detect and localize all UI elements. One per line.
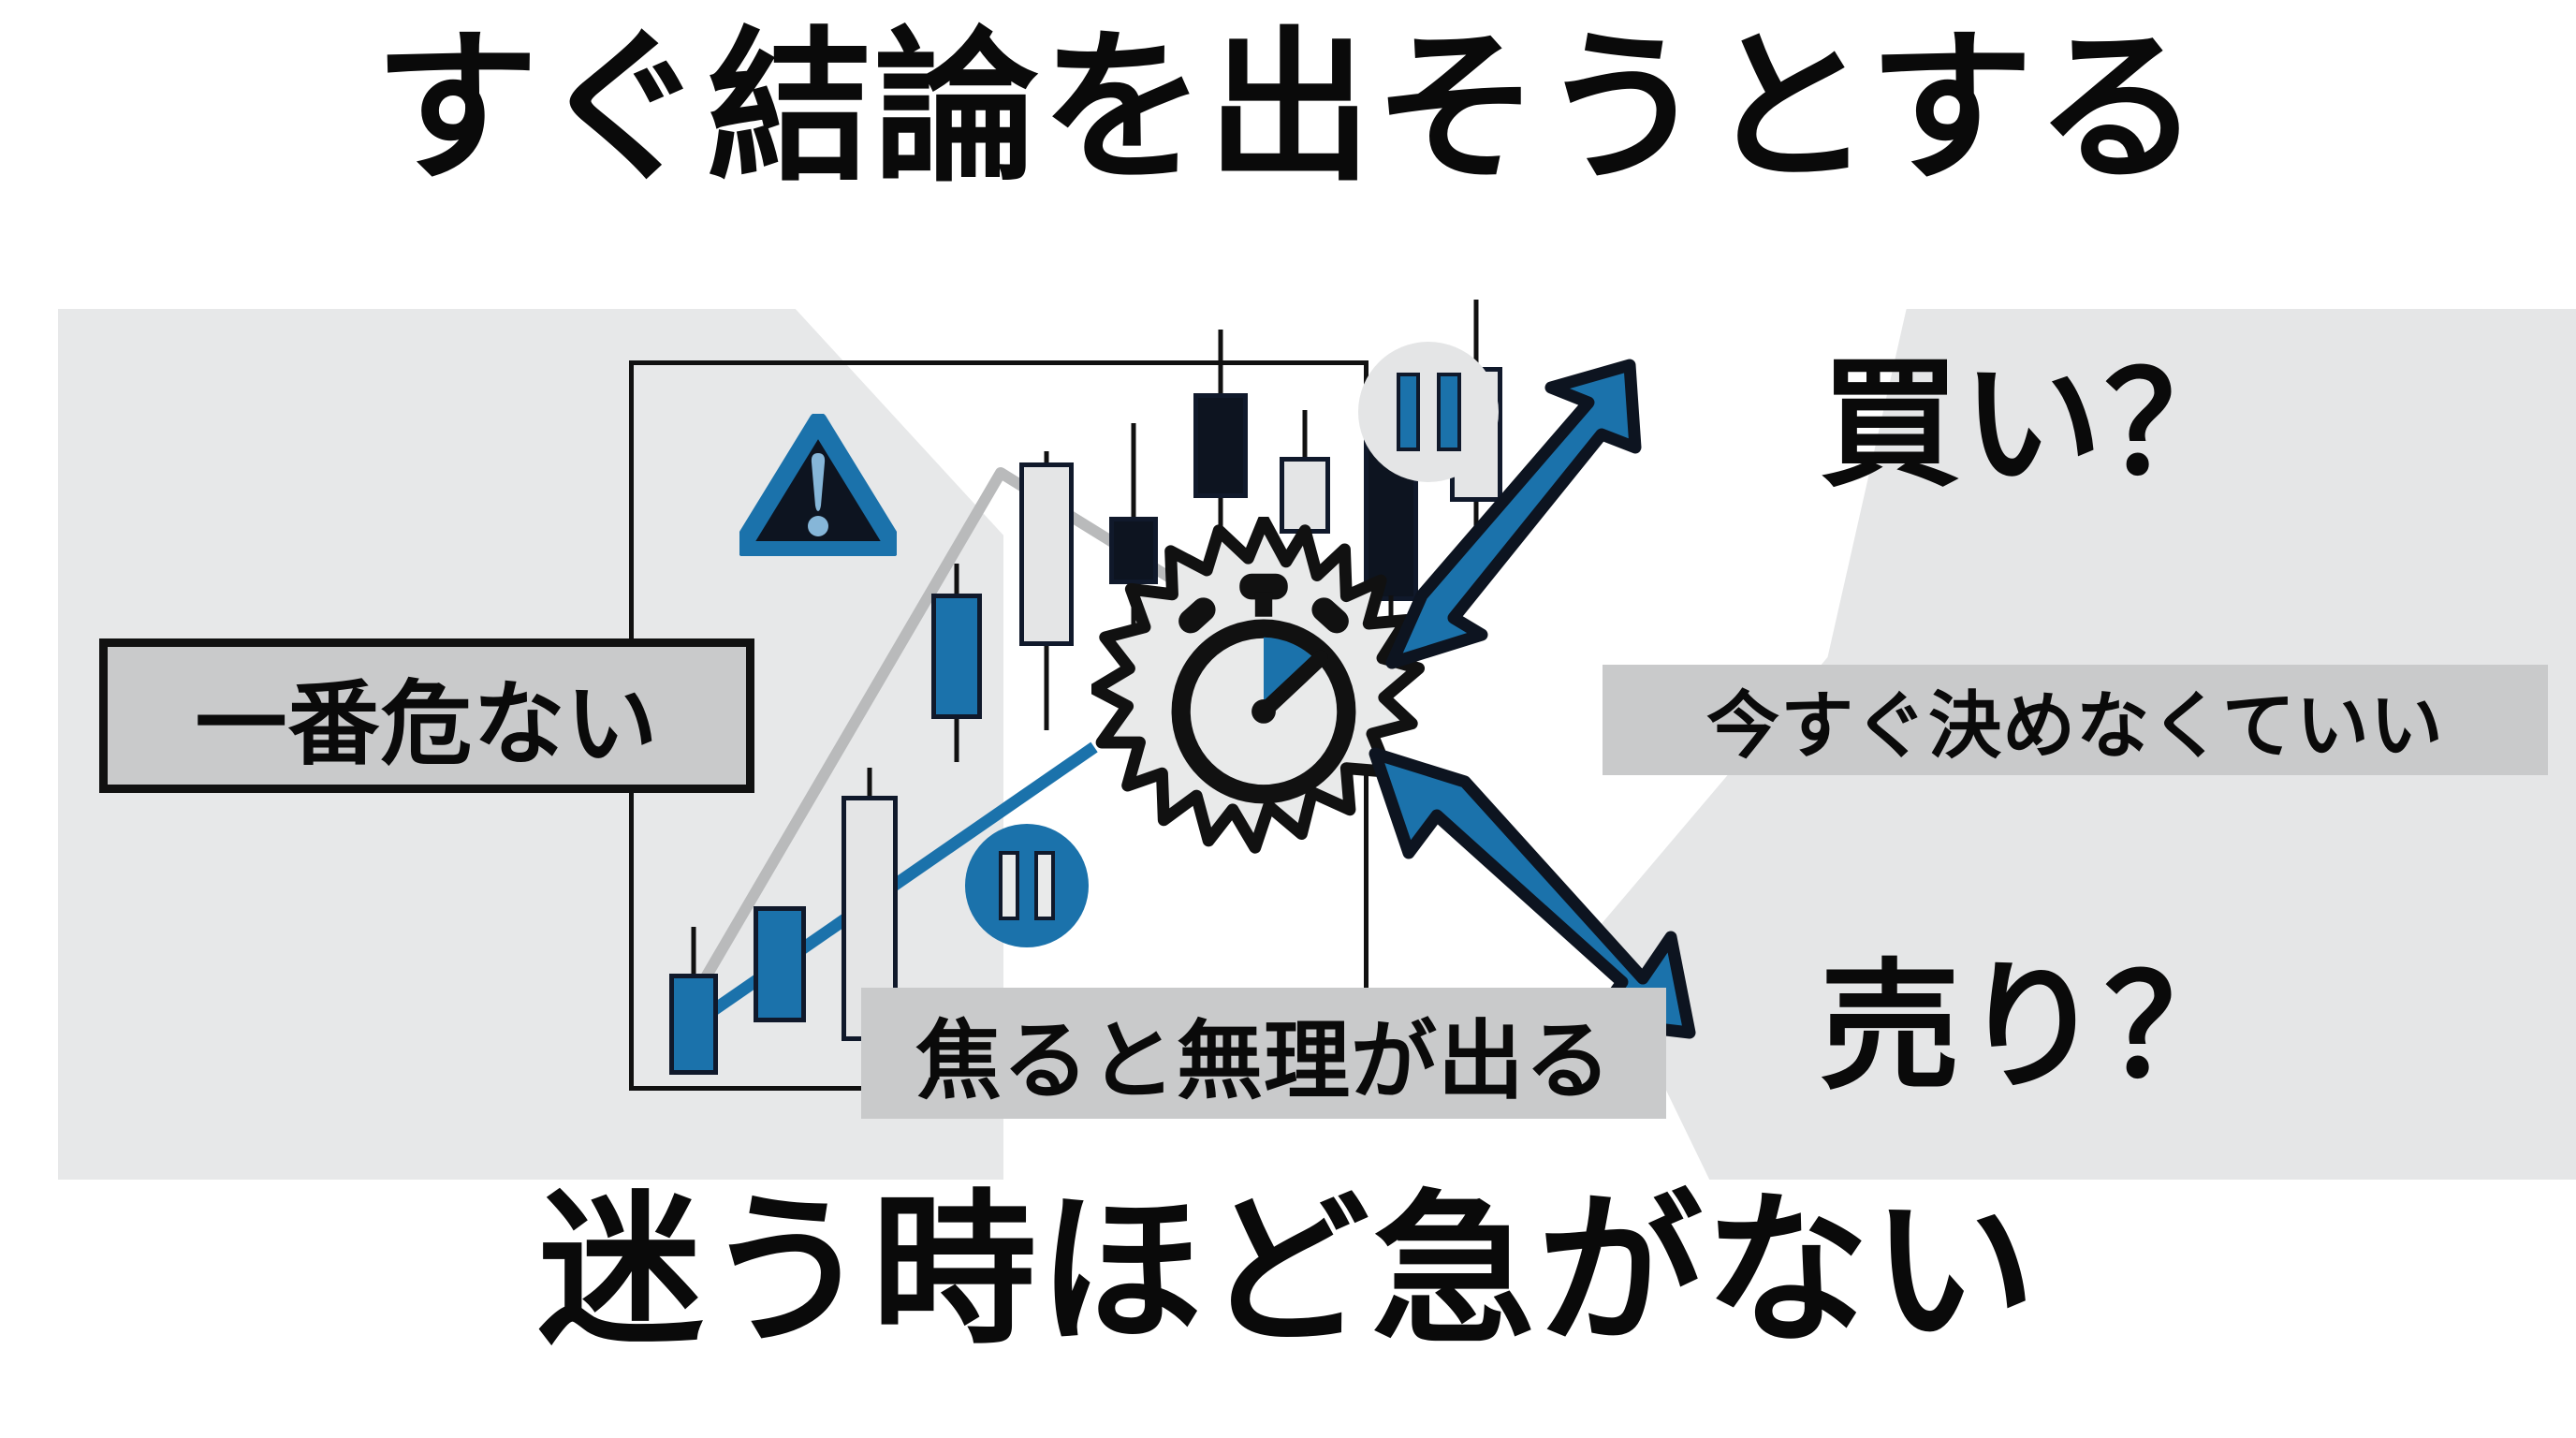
stopwatch-icon bbox=[1089, 514, 1436, 861]
candle-wick bbox=[1044, 638, 1049, 730]
candle-body bbox=[754, 906, 806, 1022]
candle-body bbox=[669, 974, 718, 1075]
candle-body bbox=[931, 594, 982, 719]
candle-body bbox=[1109, 517, 1158, 584]
answer-buy: 買い？ bbox=[1820, 345, 2247, 503]
candle-wick bbox=[1131, 423, 1136, 524]
candle-wick bbox=[1302, 410, 1308, 462]
candle-wick bbox=[1473, 300, 1479, 374]
pause-icon bbox=[1358, 342, 1499, 482]
warning-triangle-icon bbox=[735, 412, 901, 560]
pause-icon bbox=[965, 824, 1089, 947]
candle-wick bbox=[1044, 451, 1049, 468]
candle-wick bbox=[691, 927, 696, 983]
candle bbox=[931, 564, 982, 762]
chip-no-need-to-decide-now: 今すぐ決めなくていい bbox=[1603, 665, 2548, 775]
pause-bar bbox=[1033, 851, 1056, 920]
candle-wick bbox=[867, 768, 872, 801]
pause-bar bbox=[1437, 373, 1461, 451]
candle-wick bbox=[954, 564, 959, 599]
candle bbox=[669, 927, 718, 1077]
pause-bar bbox=[998, 851, 1020, 920]
candle-wick bbox=[1218, 330, 1223, 401]
page-title: すぐ結論を出そうとする bbox=[373, 17, 2203, 200]
candle-body bbox=[1019, 462, 1074, 646]
chip-most-dangerous: 一番危ない bbox=[99, 638, 754, 793]
answer-sell: 売り？ bbox=[1820, 948, 2247, 1106]
chip-rushing-causes-strain: 焦ると無理が出る bbox=[861, 988, 1666, 1119]
arrow-up-right-icon bbox=[1384, 354, 1852, 677]
pause-bar bbox=[1396, 373, 1420, 451]
candle bbox=[754, 906, 806, 1028]
candle-body bbox=[1280, 457, 1330, 534]
candle-body bbox=[1193, 393, 1248, 498]
candle-wick bbox=[954, 713, 959, 762]
candle bbox=[1019, 451, 1074, 732]
page-footer-title: 迷う時ほど急がない bbox=[537, 1180, 2038, 1363]
